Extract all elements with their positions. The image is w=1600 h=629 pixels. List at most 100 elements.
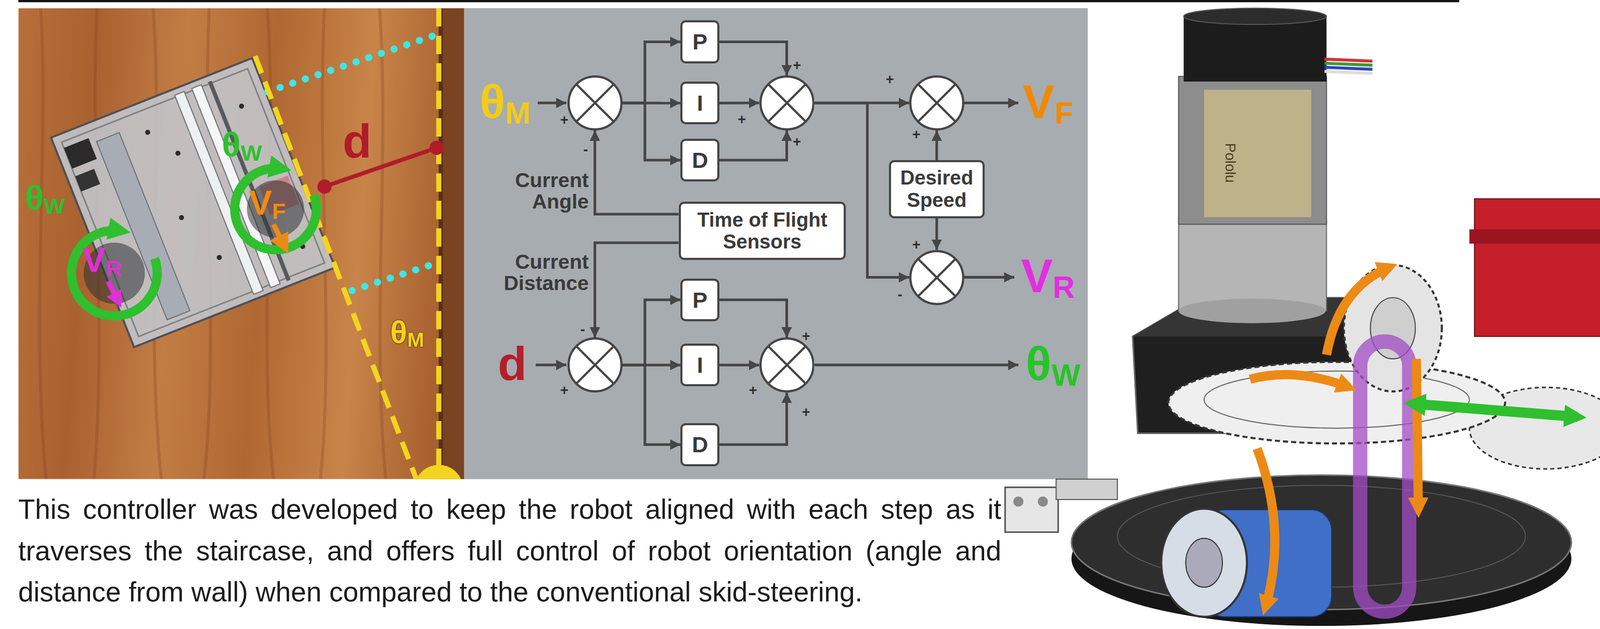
signal-line [935, 130, 938, 161]
screw [144, 128, 152, 136]
block-box: I [680, 343, 720, 387]
junction-cross [767, 346, 806, 384]
drive-module-render [1004, 8, 1600, 627]
symbol-label: θW [24, 179, 66, 218]
drive-arrow [108, 281, 119, 302]
brand-mark: Pololu [1221, 143, 1237, 184]
block-label: I [697, 352, 704, 378]
wall-shadow [439, 8, 444, 480]
steering-arrow [1412, 404, 1578, 418]
angle-vertex [414, 465, 463, 480]
motion-arrows [1249, 267, 1419, 609]
sign-label: + [885, 72, 895, 87]
screw [215, 254, 223, 262]
junction-symbol [567, 75, 623, 131]
signal-arrows [535, 102, 1019, 366]
sign-label: + [792, 58, 802, 73]
junction-cross [576, 84, 614, 122]
junction-cross [918, 84, 956, 122]
sign-label: + [737, 112, 746, 127]
sign-label: + [749, 383, 758, 398]
chassis-inner [61, 68, 325, 337]
sensor-ray [267, 34, 437, 93]
wire [1324, 71, 1373, 74]
switch-lever [1055, 479, 1118, 500]
belt-arrow [1416, 358, 1419, 510]
junction-circle [910, 76, 964, 130]
junction-circle [568, 76, 622, 130]
signal-line [935, 218, 938, 251]
signal-name: Current Distance [486, 251, 589, 294]
sign-label: + [802, 405, 811, 420]
sign-label: + [560, 113, 569, 128]
wire [1324, 63, 1373, 66]
block-label: P [692, 29, 708, 55]
wheel-face [1160, 509, 1247, 618]
motor-can [1178, 76, 1327, 225]
wall-edge [439, 8, 465, 480]
block-box: Desired Speed [888, 160, 985, 219]
sign-label: + [792, 134, 802, 149]
signal-name: Current Angle [486, 169, 589, 213]
block-diagram-panel [464, 8, 1089, 480]
junction-circle [760, 76, 814, 130]
motor-sticker [1204, 89, 1312, 218]
junction-cross [576, 346, 614, 384]
block-box: P [680, 278, 720, 322]
servo [1474, 198, 1600, 337]
junction-symbol [759, 75, 815, 131]
signal-line [719, 300, 787, 339]
output-arrow [964, 101, 1019, 105]
sign-label: + [912, 127, 921, 142]
block-box: Time of Flight Sensors [678, 201, 847, 261]
block-label: P [692, 287, 708, 313]
spur-gear-hub [1204, 371, 1470, 429]
summing-junction: ++ [909, 75, 965, 131]
signal-line [595, 130, 679, 215]
symbol-label: VF [248, 184, 286, 224]
symbol-label: VR [1021, 251, 1075, 304]
robot-edge-line [254, 56, 417, 480]
sign-label: - [580, 322, 586, 337]
junction-symbol [567, 337, 623, 393]
signal-line [622, 102, 681, 161]
symbol-label: θW [1025, 339, 1081, 392]
connector [74, 169, 100, 192]
symbol-label: VF [1022, 76, 1074, 130]
junction-cross [576, 84, 614, 122]
wheel-arrow [1257, 448, 1275, 609]
junction-cross [767, 84, 806, 122]
summing-junction: -+ [567, 337, 623, 393]
distance-end [317, 179, 332, 194]
block-box: D [680, 138, 720, 182]
signal-line [622, 365, 681, 445]
block-box: I [680, 81, 720, 125]
output-arrow [814, 364, 1018, 367]
screw [238, 102, 245, 110]
block-label: D [691, 147, 708, 173]
junction-cross [918, 84, 956, 122]
encoder-cap [1183, 15, 1327, 82]
junction-symbol [909, 250, 965, 306]
symbol-label: VR [82, 241, 122, 281]
block-label: I [697, 90, 704, 116]
summing-junction: +- [567, 75, 623, 131]
sign-label: - [897, 287, 903, 302]
junction-circle [568, 338, 622, 392]
screw [174, 149, 182, 157]
screw [178, 214, 186, 222]
sign-label: - [583, 143, 589, 158]
gearbox [1178, 219, 1327, 312]
caption: This controller was developed to keep th… [18, 488, 1002, 614]
symbol-label: θM [390, 316, 425, 351]
junction-circle [760, 338, 814, 392]
gearbox-base [1178, 299, 1326, 324]
summing-junction: +++ [759, 337, 815, 393]
top-rule [18, 0, 1460, 3]
grain-line [379, 8, 386, 480]
wire [1324, 59, 1373, 62]
sensor-ray [352, 263, 437, 291]
robot-photo [18, 8, 464, 480]
chassis [50, 58, 335, 348]
grain-line [39, 8, 46, 480]
